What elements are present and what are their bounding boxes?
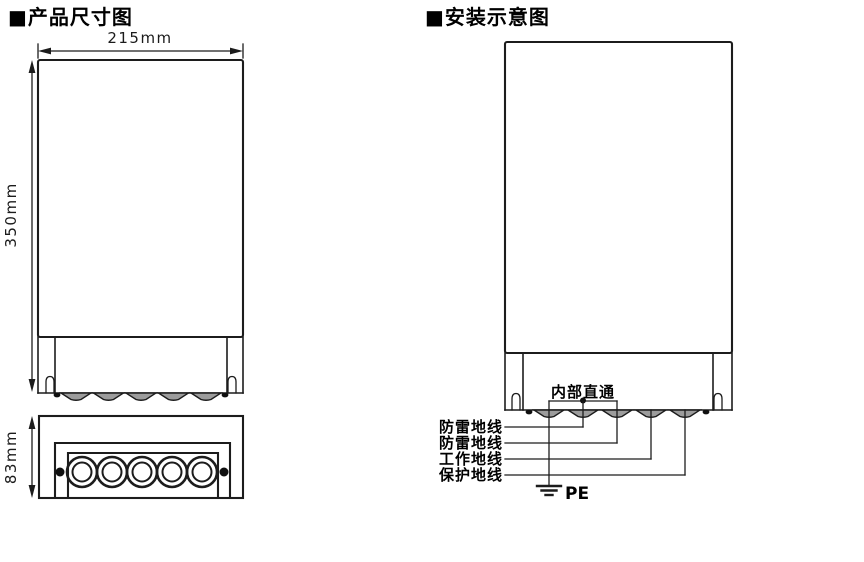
cable-entry-hole bbox=[101, 461, 123, 483]
cable-gland-row bbox=[53, 392, 229, 401]
cable-entry-hole bbox=[191, 461, 213, 483]
arrow-right-icon bbox=[230, 47, 243, 55]
screw-dot bbox=[55, 467, 65, 477]
internal-link-label: 内部直通 bbox=[551, 383, 615, 401]
cable-entry-row bbox=[55, 455, 229, 489]
screw-dot bbox=[525, 409, 533, 415]
arrow-up-icon bbox=[28, 416, 36, 429]
depth-dimension: 83mm bbox=[2, 416, 36, 498]
cable-gland bbox=[188, 392, 224, 401]
mounting-notch bbox=[227, 375, 237, 394]
cable-gland bbox=[91, 392, 126, 401]
enclosure-bottom-view bbox=[37, 414, 245, 500]
width-dimension-label: 215mm bbox=[107, 29, 172, 47]
arrow-left-icon bbox=[38, 47, 51, 55]
cable-gland bbox=[123, 392, 159, 401]
right-diagram-title: ■安装示意图 bbox=[425, 5, 550, 29]
enclosure-front-view bbox=[36, 58, 245, 401]
screw-dot bbox=[221, 392, 229, 398]
screw-dot bbox=[53, 392, 61, 398]
internal-link: 内部直通 bbox=[548, 383, 618, 428]
installation-diagram: ■安装示意图 内部直通 bbox=[425, 5, 734, 504]
screw-dot bbox=[219, 467, 229, 477]
wire-label-protective-ground: 保护地线 bbox=[438, 466, 503, 484]
cable-entry-hole bbox=[71, 461, 93, 483]
enclosure-body bbox=[503, 40, 734, 355]
cable-entry-hole bbox=[161, 461, 183, 483]
ground-wiring: 防雷地线 防雷地线 工作地线 保护地线 bbox=[438, 400, 686, 487]
left-diagram-title: ■产品尺寸图 bbox=[8, 5, 133, 29]
arrow-down-icon bbox=[28, 485, 36, 498]
pe-label: PE bbox=[565, 484, 589, 504]
cable-entry-ring bbox=[185, 455, 219, 489]
arrow-down-icon bbox=[28, 379, 36, 392]
wire-label-lightning-ground-2: 防雷地线 bbox=[439, 434, 503, 452]
product-dimension-diagram: ■产品尺寸图 215mm 350mm bbox=[2, 5, 245, 500]
enclosure-front-view bbox=[503, 40, 734, 418]
earth-ground: PE bbox=[535, 484, 589, 504]
cable-gland bbox=[58, 392, 94, 401]
wire-label-lightning-ground-1: 防雷地线 bbox=[439, 418, 503, 436]
mounting-notch bbox=[45, 375, 55, 394]
arrow-up-icon bbox=[28, 60, 36, 73]
depth-dimension-label: 83mm bbox=[2, 430, 20, 484]
wire-label-working-ground: 工作地线 bbox=[439, 450, 503, 468]
height-dimension: 350mm bbox=[2, 60, 36, 392]
height-dimension-label: 350mm bbox=[2, 182, 20, 247]
enclosure-body bbox=[36, 58, 245, 339]
width-dimension: 215mm bbox=[37, 29, 244, 59]
cable-gland-row bbox=[525, 409, 710, 418]
cable-gland bbox=[156, 392, 191, 401]
cable-entry-hole bbox=[131, 461, 153, 483]
bottom-view-frame bbox=[53, 441, 232, 498]
mounting-notch bbox=[713, 392, 723, 411]
screw-dot bbox=[702, 409, 710, 415]
earth-ground-icon bbox=[535, 484, 563, 497]
mounting-notch bbox=[511, 392, 521, 411]
